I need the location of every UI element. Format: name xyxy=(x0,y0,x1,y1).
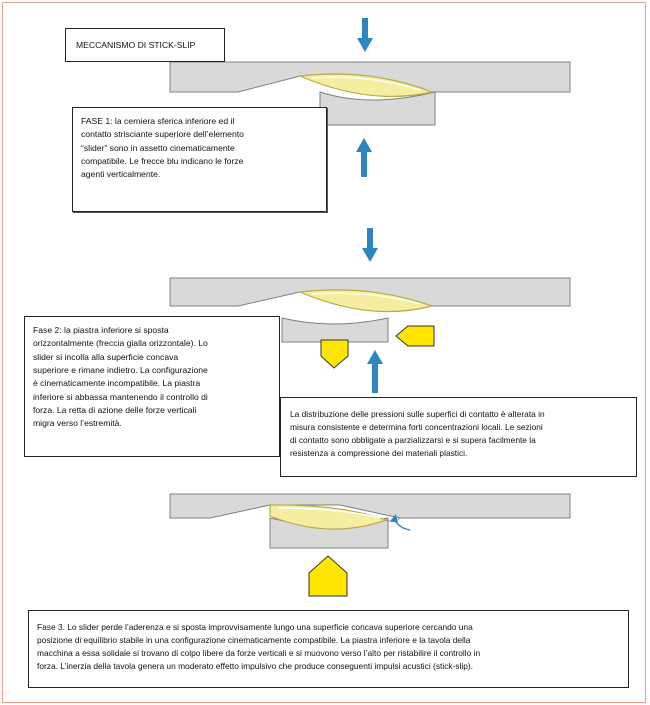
fase2-line: è cinematicamente incompatibile. La pias… xyxy=(33,378,201,389)
fase1-line: contatto strisciante superiore dell’elem… xyxy=(81,129,244,140)
arrow-down-icon xyxy=(362,228,378,262)
arrow-down-icon xyxy=(357,18,373,52)
fase1-line: agenti verticalmente. xyxy=(81,169,161,180)
stage-1-slider-highlight xyxy=(311,76,421,91)
fase3-textbox: Fase 3. Lo slider perde l’aderenza e si … xyxy=(28,610,629,688)
stage-2-slider xyxy=(297,289,435,313)
fase2-textbox: Fase 2: la piastra inferiore si sposta o… xyxy=(24,316,280,457)
title-text: MECCANISMO DI STICK-SLIP xyxy=(76,40,196,50)
stage-2-lower-plate xyxy=(281,317,389,343)
diagram-title: MECCANISMO DI STICK-SLIP xyxy=(65,28,225,62)
stage-2-slider-highlight xyxy=(311,292,421,305)
stage-3-assembly xyxy=(169,493,571,597)
pressure-note-line: resistenza a compressione dei materiali … xyxy=(290,448,468,459)
fase3-line: Fase 3. Lo slider perde l’aderenza e si … xyxy=(37,622,473,632)
fase2-line: orizzontalmente (freccia gialla orizzont… xyxy=(33,338,208,349)
fase2-line: forza. La retta di azione delle forze ve… xyxy=(33,404,197,415)
pressure-note-line: misura consistente e determina forti con… xyxy=(290,422,543,433)
stage-2-assembly xyxy=(169,228,571,393)
fase2-line: inferiore si abbassa mantenendo il contr… xyxy=(33,391,208,402)
fase1-textbox: FASE 1: la cerniera sferica inferiore ed… xyxy=(72,107,327,212)
stage-3-slider-highlight xyxy=(277,507,381,519)
stage-3-upper-plate xyxy=(169,493,571,519)
fase3-line: forza. L’inerzia della tavola genera un … xyxy=(37,661,474,672)
stage-3-slider xyxy=(269,504,388,530)
curved-arrowhead-icon xyxy=(390,514,398,523)
fase1-line: FASE 1: la cerniera sferica inferiore ed… xyxy=(81,116,235,126)
fase2-line: superiore e rimane indietro. La configur… xyxy=(33,364,208,375)
stage-1-lower-plate xyxy=(319,91,436,126)
pentagon-arrow-up-icon xyxy=(308,555,348,597)
arrow-up-icon xyxy=(356,138,372,177)
pressure-note-textbox: La distribuzione delle pressioni sulle s… xyxy=(280,397,637,477)
pressure-note-line: di contatto sono obbligate a parzializza… xyxy=(290,435,536,446)
arrow-up-icon xyxy=(367,350,383,393)
fase2-line: migra verso l’estremità. xyxy=(33,418,122,429)
fase2-line: slider si incolla alla superficie concav… xyxy=(33,351,179,362)
arrow-left-icon xyxy=(395,325,435,347)
fase2-line: Fase 2: la piastra inferiore si sposta xyxy=(33,325,169,335)
pentagon-arrow-down-icon xyxy=(320,339,349,369)
fase1-line: “slider” sono in assetto cinematicamente xyxy=(81,142,235,153)
fase3-line: macchina a essa solidale si trovano di c… xyxy=(37,648,481,659)
fase3-line: posizione di equilibrio stabile in una c… xyxy=(37,635,471,646)
stage-1-slider xyxy=(297,73,435,98)
fase1-line: compatibile. Le frecce blu indicano le f… xyxy=(81,155,244,166)
stage-1-assembly xyxy=(169,18,571,177)
pressure-note-line: La distribuzione delle pressioni sulle s… xyxy=(290,409,545,419)
